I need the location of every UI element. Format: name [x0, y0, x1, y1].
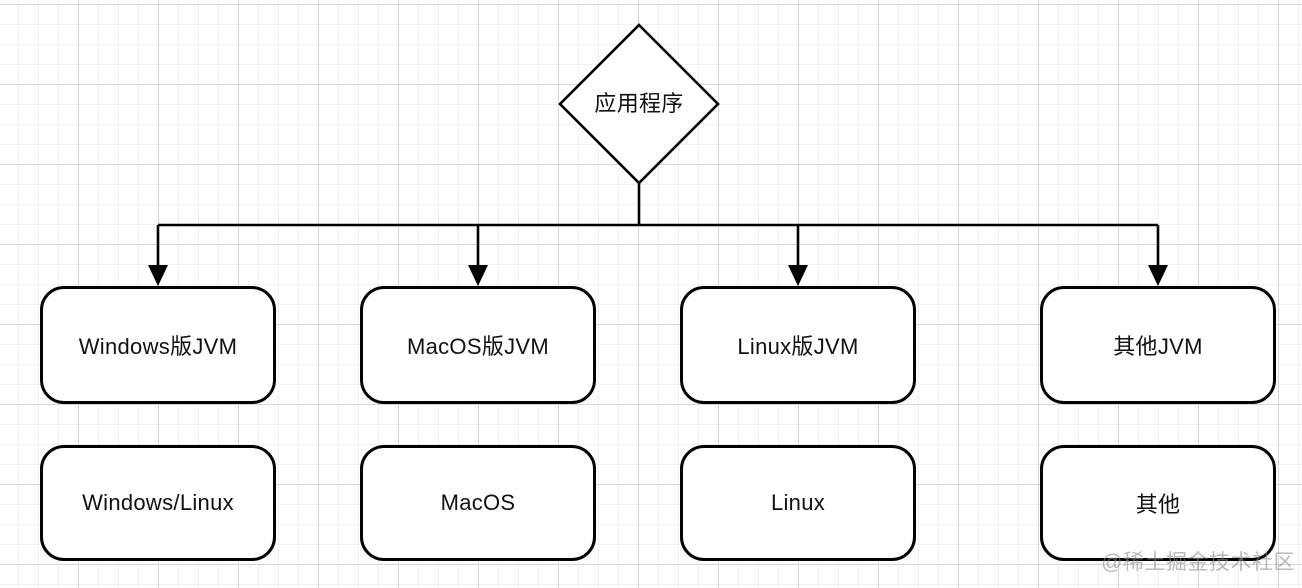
node-other-os: 其他: [1040, 445, 1276, 561]
node-label: 其他JVM: [1113, 334, 1203, 359]
arrow-down-icon: [148, 265, 168, 286]
root-node-label: 应用程序: [594, 90, 684, 116]
node-label: Linux版JVM: [737, 334, 859, 359]
node-label: Windows版JVM: [78, 334, 238, 359]
node-label: Windows/Linux: [82, 490, 234, 515]
node-label: Linux: [770, 490, 826, 515]
node-label: 其他: [1135, 492, 1181, 517]
node-label: MacOS版JVM: [406, 334, 550, 359]
arrow-down-icon: [468, 265, 488, 286]
node-windows-jvm: Windows版JVM: [40, 286, 276, 404]
node-macos-os: MacOS: [360, 445, 596, 561]
decision-diamond-shape: [558, 23, 720, 185]
arrow-down-icon: [788, 265, 808, 286]
node-macos-jvm: MacOS版JVM: [360, 286, 596, 404]
arrow-down-icon: [1148, 265, 1168, 286]
node-label: MacOS: [440, 490, 516, 515]
node-linux-jvm: Linux版JVM: [680, 286, 916, 404]
node-windows-linux-os: Windows/Linux: [40, 445, 276, 561]
node-linux-os: Linux: [680, 445, 916, 561]
node-other-jvm: 其他JVM: [1040, 286, 1276, 404]
